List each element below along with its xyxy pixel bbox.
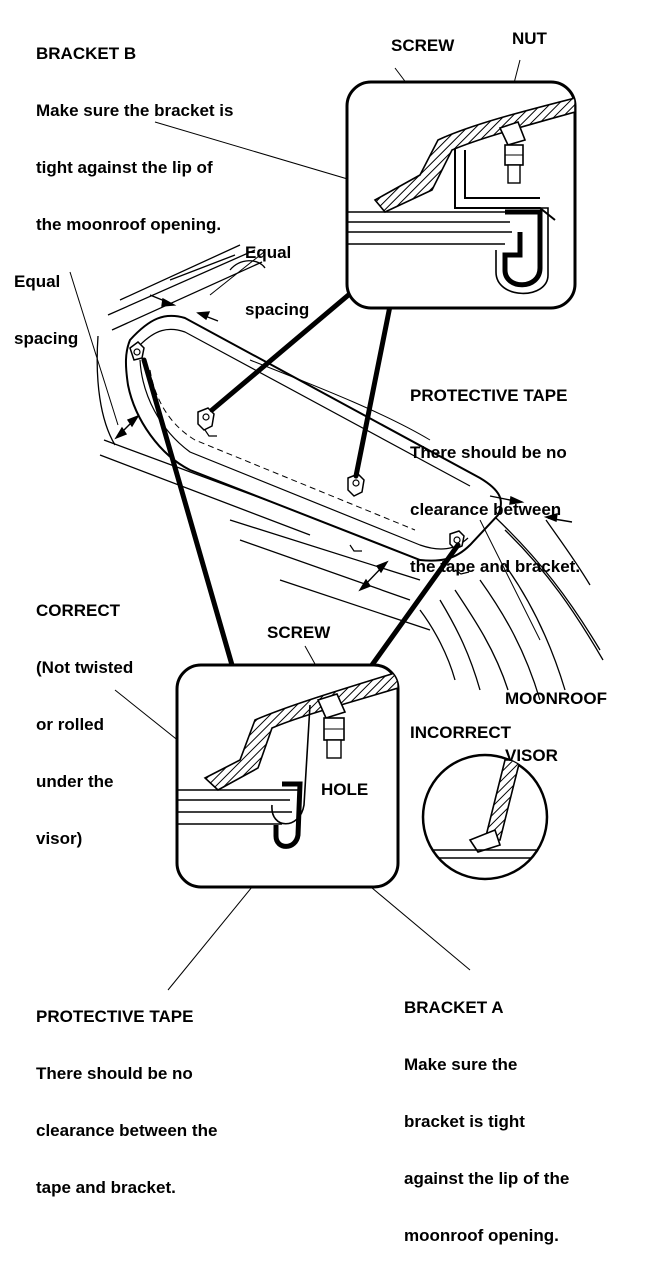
- equal-spacing-left-line-2: spacing: [14, 329, 79, 348]
- protective-tape-top-title: PROTECTIVE TAPE: [410, 386, 568, 405]
- detail-view-incorrect: [421, 753, 549, 881]
- detail-view-bracket-b: [345, 80, 577, 310]
- correct-label: CORRECT (Not twisted or rolled under the…: [36, 563, 133, 867]
- incorrect-label: INCORRECT: [410, 723, 512, 742]
- correct-line-3: or rolled: [36, 715, 105, 734]
- nut-label: NUT: [512, 29, 547, 48]
- bracket-a-line-4: moonroof opening.: [404, 1226, 559, 1245]
- moonroof-visor-line-1: MOONROOF: [505, 689, 607, 708]
- hole-label: HOLE: [321, 780, 369, 799]
- correct-line-2: (Not twisted: [36, 658, 134, 677]
- protective-tape-top-line-2: clearance between: [410, 500, 562, 519]
- detail-connectors: [141, 289, 461, 668]
- moonroof-visor-label: MOONROOF VISOR: [505, 651, 607, 784]
- correct-line-1: CORRECT: [36, 601, 121, 620]
- protective-tape-top-line-3: the tape and bracket.: [410, 557, 581, 576]
- equal-spacing-left-line-1: Equal: [14, 272, 61, 291]
- moonroof-visor-line-2: VISOR: [505, 746, 558, 765]
- roof-outline: [96, 244, 604, 701]
- bracket-b-line-1: Make sure the bracket is: [36, 101, 234, 120]
- protective-tape-bottom-label: PROTECTIVE TAPE There should be no clear…: [36, 969, 217, 1216]
- diagram-stage: BRACKET B Make sure the bracket is tight…: [14, 6, 607, 1245]
- protective-tape-bottom-line-1: There should be no: [36, 1064, 193, 1083]
- moonroof-visor-diagram: [69, 59, 604, 991]
- protective-tape-bottom-line-3: tape and bracket.: [36, 1178, 176, 1197]
- equal-spacing-left-label: Equal spacing: [14, 234, 78, 367]
- protective-tape-top-line-1: There should be no: [410, 443, 567, 462]
- protective-tape-bottom-title: PROTECTIVE TAPE: [36, 1007, 194, 1026]
- bracket-a-line-2: bracket is tight: [404, 1112, 525, 1131]
- visor: [124, 314, 502, 575]
- equal-spacing-right-line-1: Equal: [245, 243, 292, 262]
- bracket-b-line-3: the moonroof opening.: [36, 215, 222, 234]
- equal-spacing-right-line-2: spacing: [245, 300, 310, 319]
- detail-view-bracket-a: [175, 663, 400, 889]
- bracket-b-line-2: tight against the lip of: [36, 158, 213, 177]
- bracket-a-line-3: against the lip of the: [404, 1169, 570, 1188]
- protective-tape-bottom-line-2: clearance between the: [36, 1121, 218, 1140]
- bracket-b-label: BRACKET B Make sure the bracket is tight…: [36, 6, 233, 253]
- correct-line-4: under the: [36, 772, 114, 791]
- equal-spacing-right-label: Equal spacing: [245, 205, 309, 338]
- protective-tape-top-label: PROTECTIVE TAPE There should be no clear…: [410, 348, 580, 595]
- spacing-arrows: [114, 294, 573, 592]
- bracket-a-line-1: Make sure the: [404, 1055, 518, 1074]
- correct-line-5: visor): [36, 829, 83, 848]
- bracket-a-label: BRACKET A Make sure the bracket is tight…: [404, 960, 569, 1264]
- bracket-b-title: BRACKET B: [36, 44, 137, 63]
- screw-bottom-label: SCREW: [267, 623, 331, 642]
- bracket-a-title: BRACKET A: [404, 998, 504, 1017]
- screw-top-label: SCREW: [391, 36, 455, 55]
